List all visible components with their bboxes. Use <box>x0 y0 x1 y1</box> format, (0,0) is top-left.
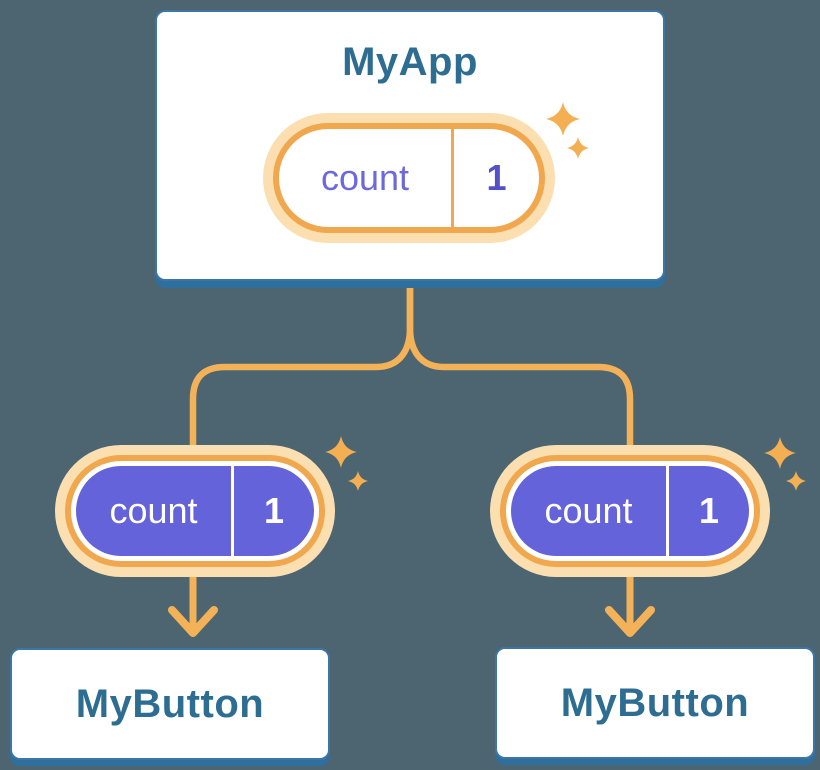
state-pill-value: 1 <box>486 157 507 198</box>
child-prop-pill: count 1 <box>55 445 335 577</box>
sparkle-icon <box>325 436 357 468</box>
pill-purple-fill: count 1 <box>511 466 749 556</box>
child-prop-pill: count 1 <box>490 445 770 577</box>
sparkle-icon <box>764 437 796 469</box>
prop-pill-value: 1 <box>263 490 285 531</box>
sparkle-icon <box>567 137 589 159</box>
pill-divider <box>451 129 454 227</box>
child-component-card: MyButton <box>495 647 815 759</box>
sparkle-icon <box>786 471 806 491</box>
prop-pill-label: count <box>544 490 633 531</box>
prop-pill-label: count <box>109 490 198 531</box>
pill-divider <box>666 466 669 556</box>
pill-purple-fill: count 1 <box>76 466 314 556</box>
arrow-down-icon <box>605 566 655 637</box>
child-card-title: MyButton <box>75 681 265 726</box>
child-card-title: MyButton <box>560 680 750 725</box>
pill-body: count 1 <box>279 129 539 227</box>
state-pill-label: count <box>320 157 410 198</box>
prop-pill-value: 1 <box>698 490 720 531</box>
root-card-title: MyApp <box>342 40 478 84</box>
sparkle-icon <box>348 471 368 491</box>
connector-branches <box>189 285 634 455</box>
pill-divider <box>231 466 234 556</box>
root-state-pill: count 1 <box>263 113 555 243</box>
child-component-card: MyButton <box>10 648 330 760</box>
arrow-down-icon <box>168 566 218 637</box>
sparkle-icon <box>546 102 580 136</box>
